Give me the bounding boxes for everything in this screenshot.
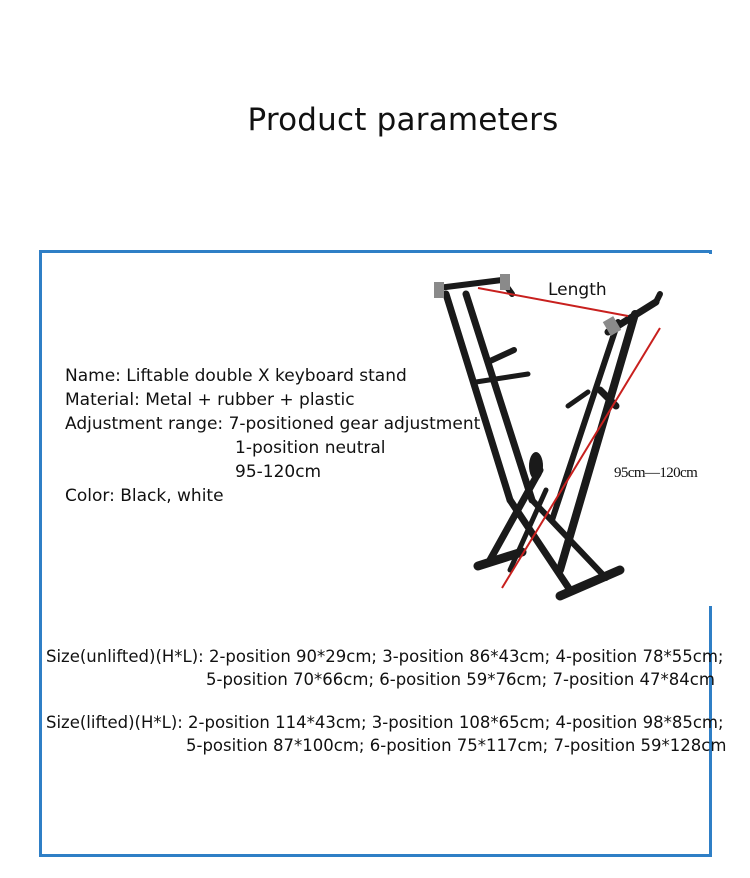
height-indicator xyxy=(501,327,661,589)
spec-material: Material: Metal + rubber + plastic xyxy=(65,390,355,410)
keyboard-stand-illustration xyxy=(434,274,663,601)
frame-border-left xyxy=(39,250,42,857)
length-label: Length xyxy=(548,280,607,300)
page-title: Product parameters xyxy=(247,102,559,138)
pivot-knob-icon xyxy=(529,452,543,480)
frame-border-right xyxy=(709,606,712,857)
height-range-label: 95cm—120cm xyxy=(614,465,698,481)
spec-adjustment-range: 95-120cm xyxy=(235,462,322,482)
size-unlifted: Size(unlifted)(H*L): 2-position 90*29cm;… xyxy=(46,645,723,691)
length-indicator xyxy=(477,287,629,317)
spec-adjustment-neutral: 1-position neutral xyxy=(235,438,386,458)
size-unlifted-line2: 5-position 70*66cm; 6-position 59*76cm; … xyxy=(206,670,715,689)
size-unlifted-line1: Size(unlifted)(H*L): 2-position 90*29cm;… xyxy=(46,647,724,666)
frame-border-right-top xyxy=(709,250,712,254)
size-lifted: Size(lifted)(H*L): 2-position 114*43cm; … xyxy=(46,711,726,757)
size-lifted-line2: 5-position 87*100cm; 6-position 75*117cm… xyxy=(186,736,727,755)
spec-color: Color: Black, white xyxy=(65,486,224,506)
header: Product parameters xyxy=(0,0,750,200)
size-lifted-line1: Size(lifted)(H*L): 2-position 114*43cm; … xyxy=(46,713,724,732)
frame-border-top xyxy=(40,250,712,253)
spec-name: Name: Liftable double X keyboard stand xyxy=(65,366,407,386)
spec-list: Name: Liftable double X keyboard stand M… xyxy=(65,364,480,508)
frame-border-bottom xyxy=(40,854,712,857)
spec-adjustment: Adjustment range: 7-positioned gear adju… xyxy=(65,414,481,434)
